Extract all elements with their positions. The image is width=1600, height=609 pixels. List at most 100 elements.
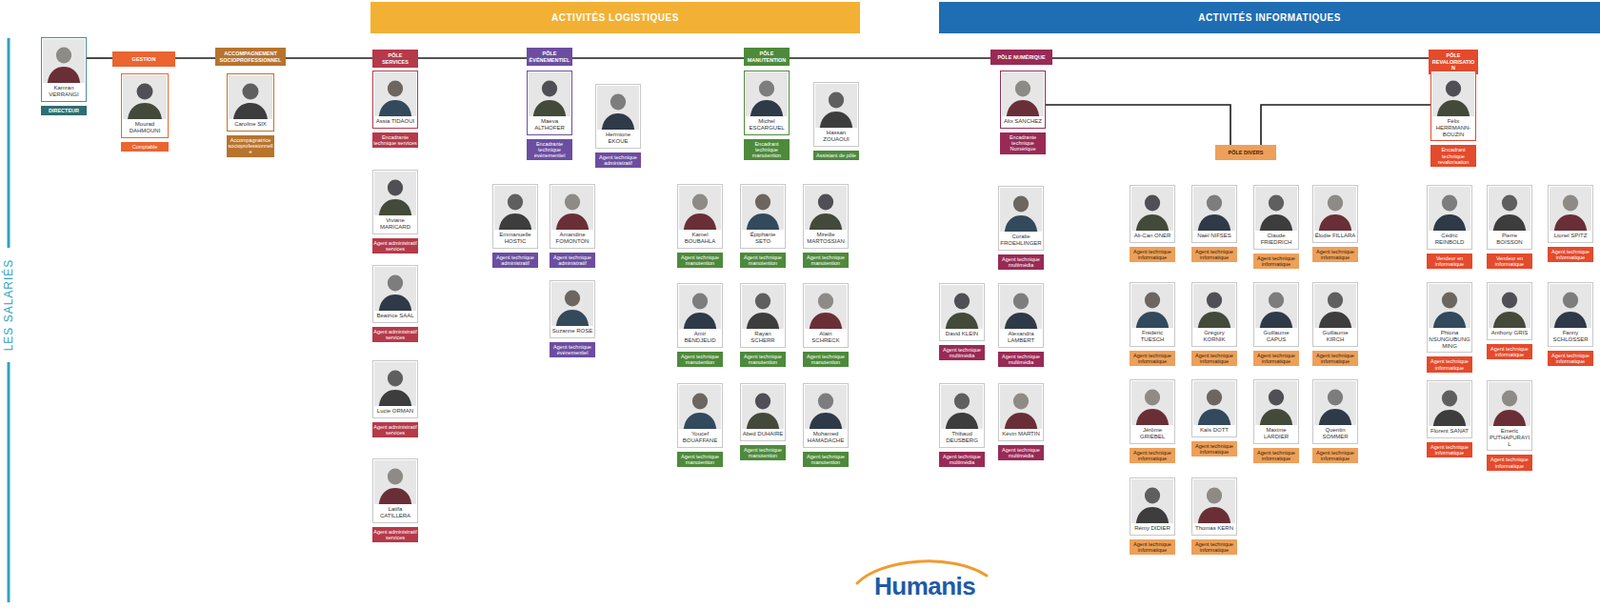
photo-head — [1441, 292, 1458, 309]
person-name: Frédéric TUESCH — [1131, 327, 1174, 345]
photo-ground — [42, 39, 85, 83]
photo-head — [1206, 292, 1222, 309]
portrait-photo — [940, 384, 983, 429]
photo-frame: Coralie FROEHLINGER — [998, 185, 1044, 251]
person-name: Kamran VERRANGI — [42, 82, 85, 100]
photo-frame: Kamel BOUBAHLA — [677, 183, 723, 249]
photo-frame: Florent SANAT — [1426, 380, 1473, 439]
photo-shoulders — [127, 102, 162, 120]
staff-card: Guillaume CAPUSAgent technique informati… — [1253, 281, 1300, 366]
photo-ground — [1314, 283, 1357, 328]
photo-frame: Grégory KORNIK — [1191, 281, 1238, 347]
photo-shoulders — [556, 213, 589, 230]
lead-card: Assia TIDAOUIEncadrante technique servic… — [372, 70, 419, 148]
photo-shoulders — [1433, 214, 1466, 231]
portrait-photo — [1131, 479, 1174, 523]
role-label: Encadrante technique services — [372, 132, 419, 149]
staff-card: Guillaume KIRCH Agent technique informati… — [1312, 281, 1359, 366]
person-name: Félix HERRMANN-BOUZIN — [1432, 116, 1475, 140]
photo-frame: Pierre BOISSON — [1486, 184, 1533, 250]
photo-shoulders — [945, 312, 979, 329]
person-name: Guillaume KIRCH — [1314, 327, 1357, 345]
side-title: LES SALARIÉS — [0, 247, 17, 362]
lead-card: Alix SANCHEZEncadrante technique Numériq… — [1000, 70, 1046, 155]
role-label: Encadrante technique Numérique — [1000, 132, 1046, 155]
photo-shoulders — [1136, 506, 1169, 523]
person-name: Viviane MARICARD — [374, 215, 417, 233]
photo-shoulders — [683, 412, 717, 429]
person-name: Caroline SIX — [228, 119, 273, 130]
person-name: Épiphanie SETO — [741, 229, 784, 247]
photo-shoulders — [601, 113, 635, 130]
staff-card: Hermione EKOUEAgent technique administra… — [595, 83, 641, 168]
photo-ground — [1314, 380, 1357, 425]
photo-head — [1501, 390, 1518, 407]
person-name: Rayan SCHERR — [741, 328, 784, 346]
portrait-photo — [1432, 72, 1475, 117]
photo-head — [759, 80, 775, 98]
role-label: Agent technique informatique — [1312, 350, 1359, 367]
person-name: Latifa CATILLERA — [374, 503, 417, 521]
role-label: Agent technique informatique — [1129, 246, 1176, 263]
photo-shoulders — [379, 100, 412, 117]
photo-frame: Jérôme GRIEBEL — [1129, 379, 1176, 444]
photo-frame: Michel ESCARGUEL — [743, 70, 790, 136]
person-name: Fanny SCHLOSSER — [1549, 327, 1592, 345]
photo-ground — [1255, 283, 1298, 328]
connector-line — [418, 57, 527, 60]
person-name: Hassan ZOUAOUI — [815, 127, 858, 145]
photo-ground — [1255, 380, 1298, 425]
photo-shoulders — [1198, 214, 1231, 231]
photo-shoulders — [1319, 311, 1352, 328]
role-label: Agent technique manutention — [677, 252, 723, 269]
photo-head — [1268, 292, 1284, 309]
photo-ground — [1193, 380, 1236, 425]
staff-card: Latifa CATILLERAAgent administratif serv… — [372, 458, 419, 542]
role-label: Agent technique multimédia — [939, 451, 985, 468]
portrait-photo — [741, 185, 784, 230]
photo-frame: Viviane MARICARD — [372, 169, 419, 235]
portrait-photo — [1193, 380, 1236, 425]
photo-frame: Amir BENDJELID — [677, 282, 723, 348]
photo-head — [1013, 293, 1029, 310]
photo-head — [828, 92, 844, 109]
role-label: Agent technique informatique — [1312, 246, 1359, 263]
photo-shoulders — [1493, 409, 1526, 426]
portrait-photo — [374, 266, 417, 311]
photo-shoulders — [809, 312, 842, 329]
band-title: ACTIVITÉS LOGISTIQUES — [551, 12, 680, 23]
person-name: Thomas KERN — [1193, 522, 1236, 534]
photo-frame: Rémy DIDIER — [1129, 477, 1176, 536]
photo-frame: Cédric REINBOLD — [1426, 184, 1473, 250]
photo-frame: Suzanne ROSE — [549, 280, 596, 339]
photo-head — [1268, 195, 1284, 212]
photo-shoulders — [945, 412, 979, 429]
photo-frame: Thomas KERN — [1191, 477, 1238, 536]
photo-frame: Abed DUHAIRE — [740, 382, 786, 441]
photo-frame: David KLEIN — [939, 282, 985, 341]
photo-head — [1144, 487, 1160, 504]
photo-frame: Latifa CATILLERA — [372, 458, 419, 523]
photo-shoulders — [556, 309, 589, 326]
photo-ground — [1131, 479, 1174, 523]
portrait-photo — [1488, 381, 1531, 426]
photo-shoulders — [1136, 311, 1169, 328]
photo-ground — [374, 266, 417, 311]
portrait-photo — [1255, 283, 1298, 328]
person-name: Phiona NSUNGUBUNGMING — [1428, 327, 1471, 351]
portrait-photo — [1314, 186, 1357, 231]
photo-ground — [374, 171, 417, 216]
photo-frame: Élodie FILLARA — [1312, 184, 1359, 243]
photo-frame: Phiona NSUNGUBUNGMING — [1426, 281, 1473, 353]
lead-card: Caroline SIX Accompagnatrice socioprofess… — [226, 73, 275, 158]
staff-card: Lucie ORMANAgent administratif services — [372, 360, 419, 438]
photo-frame: Félix HERRMANN-BOUZIN — [1430, 70, 1477, 141]
photo-ground — [940, 384, 983, 429]
photo-frame: Rayan SCHERR — [740, 282, 786, 348]
portrait-photo — [741, 284, 784, 329]
person-name: Grégory KORNIK — [1193, 327, 1236, 345]
person-name: David KLEIN — [940, 328, 983, 340]
role-label: Accompagnatrice socioprofessionnelle — [226, 135, 275, 158]
photo-head — [1441, 390, 1458, 407]
photo-shoulders — [1004, 412, 1038, 429]
